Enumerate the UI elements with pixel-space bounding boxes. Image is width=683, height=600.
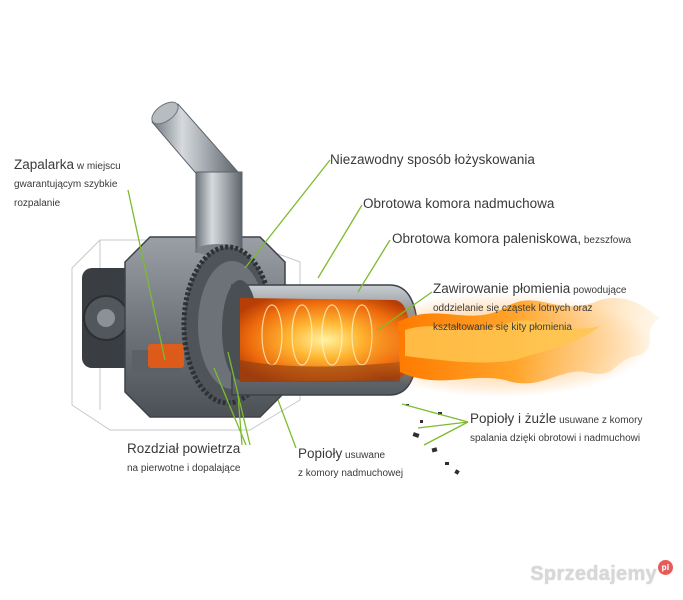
label-ignition-title: Zapalarka [14,157,75,172]
leader-ignition [127,189,166,361]
label-ignition-line2: gwarantującym szybkie [14,179,118,191]
label-ash-rest: usuwane [342,450,386,461]
leader-swirl [377,291,433,331]
label-ignition: Zapalarka w miejscu gwarantującym szybki… [14,156,121,211]
label-blower-chamber: Obrotowa komora nadmuchowa [363,196,555,211]
label-ash-line2: z komory nadmuchowej [298,468,404,480]
label-bearing: Niezawodny sposób łożyskowania [330,152,535,167]
label-furnace-chamber-rest: bezszfowa [581,235,632,246]
label-ash: Popioły usuwane z komory nadmuchowej [298,445,403,482]
label-swirl: Zawirowanie płomienia powodujące oddziel… [433,280,626,335]
watermark-badge: pl [658,560,673,575]
leader-lines [127,159,469,449]
feed-pipe [151,101,243,256]
label-ash-title: Popioły [298,446,343,461]
label-air-split: Rozdział powietrza na pierwotne i dopala… [127,440,240,477]
label-ignition-rest: w miejscu [74,161,121,172]
label-air-split-title: Rozdział powietrza [127,441,241,456]
label-swirl-line3: kształtowanie się kity płomienia [433,321,572,333]
label-swirl-rest: powodujące [570,285,627,296]
label-ash-slag: Popioły i żużle usuwane z komory spalani… [470,410,642,447]
watermark-text: Sprzedajemy [530,563,657,585]
label-air-split-line2: na pierwotne i dopalające [127,463,241,475]
label-swirl-title: Zawirowanie płomienia [433,281,571,296]
leader-blower-chamber [317,204,363,279]
leader-air-split-1 [227,351,251,446]
leader-ash-slag-1 [401,403,469,423]
label-swirl-line2: oddzielanie się cząstek lotnych oraz [433,303,593,315]
leader-ash-slag-2 [417,421,469,429]
motor-block [82,268,134,368]
label-furnace-chamber-title: Obrotowa komora paleniskowa, [392,231,582,246]
ash-particles [406,404,460,475]
leader-ash [277,399,297,449]
label-ash-slag-title: Popioły i żużle [470,411,557,426]
leader-furnace-chamber [357,239,391,293]
leader-bearing [244,159,331,269]
leader-ash-slag-3 [423,421,469,446]
label-furnace-chamber: Obrotowa komora paleniskowa, bezszfowa [392,230,631,248]
label-ash-slag-rest: usuwane z komory [556,415,643,426]
label-ash-slag-line2: spalania dzięki obrotowi i nadmuchowi [470,433,641,445]
flame [350,293,660,397]
leader-air-split-3 [237,394,243,446]
label-ignition-line3: rozpalanie [14,197,61,209]
